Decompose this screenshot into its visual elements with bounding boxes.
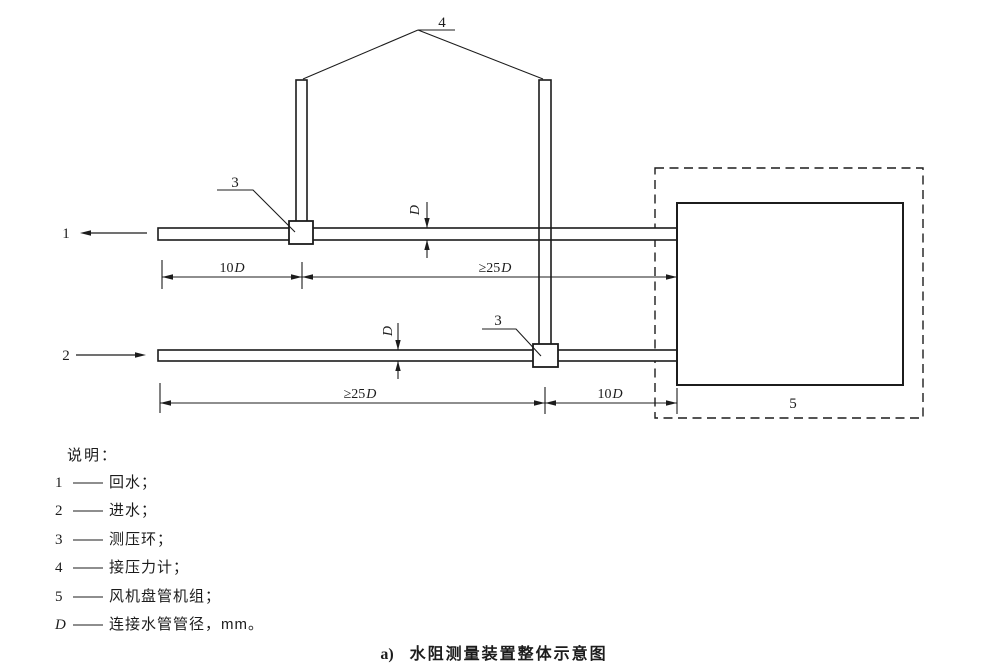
- callout-3-top-label: 3: [231, 175, 239, 191]
- caption-index: a): [380, 646, 394, 663]
- callout-3-bottom-leader: [482, 328, 542, 357]
- legend-item-fan-coil-unit: 5 —— 风机盘管机组；: [55, 585, 221, 606]
- dim-arrow: [666, 274, 677, 280]
- legend-key: 1: [55, 475, 63, 491]
- inlet-water-pipe: [157, 349, 678, 362]
- dim-arrow: [395, 361, 401, 371]
- legend-item-pipe-diameter: D —— 连接水管管径，mm。: [55, 613, 264, 634]
- gauge-riser-right: [538, 79, 552, 347]
- dim-d-top-label: D: [408, 205, 423, 216]
- caption-title: 水阻测量装置整体示意图: [409, 646, 608, 663]
- inlet-flow-arrowhead: [135, 352, 146, 358]
- dim-arrow: [160, 400, 171, 406]
- legend-text: 风机盘管机组；: [109, 588, 222, 605]
- dim-arrow: [424, 240, 430, 250]
- legend-key: 2: [55, 503, 63, 519]
- legend-text: 回水；: [109, 474, 158, 491]
- callout-2-label: 2: [62, 348, 70, 364]
- callout-4-leader: [302, 29, 544, 80]
- figure-caption: a) 水阻测量装置整体示意图: [0, 640, 988, 664]
- legend-dash: ——: [73, 502, 103, 519]
- legend-dash: ——: [73, 588, 103, 605]
- pressure-ring-top: [288, 220, 314, 245]
- legend-key: 4: [55, 560, 63, 576]
- gauge-riser-left: [295, 79, 308, 231]
- return-water-pipe: [157, 227, 678, 241]
- legend-item-inlet-water: 2 —— 进水；: [55, 499, 157, 520]
- dim-arrow: [162, 274, 173, 280]
- dim-arrow: [545, 400, 556, 406]
- dim-ge25d-top-label: ≥25D: [479, 261, 512, 276]
- callout-1-label: 1: [62, 226, 70, 242]
- dim-10d-bottom-label: 10D: [597, 387, 622, 402]
- fan-coil-unit-box: [676, 202, 904, 386]
- legend-dash: ——: [73, 531, 103, 548]
- legend-text: 测压环；: [109, 531, 174, 548]
- callout-4-label: 4: [438, 15, 446, 31]
- legend-item-pressure-ring: 3 —— 测压环；: [55, 528, 173, 549]
- legend-item-return-water: 1 —— 回水；: [55, 471, 157, 492]
- legend-item-pressure-gauge: 4 —— 接压力计；: [55, 556, 189, 577]
- dim-d-bottom-label: D: [381, 326, 396, 337]
- schematic-diagram: 1 2 4 3 3 5 10D ≥25D ≥25D: [62, 15, 924, 419]
- dim-arrow: [666, 400, 677, 406]
- legend-key: D: [55, 617, 66, 633]
- dim-arrow: [302, 274, 313, 280]
- callout-3-bottom-label: 3: [494, 313, 502, 329]
- legend-key: 5: [55, 589, 63, 605]
- legend-key: 3: [55, 532, 63, 548]
- callout-5-label: 5: [789, 396, 797, 412]
- legend-dash: ——: [73, 616, 103, 633]
- dim-arrow: [395, 340, 401, 350]
- dim-ge25d-bottom-label: ≥25D: [344, 387, 377, 402]
- pressure-ring-bottom: [532, 343, 559, 368]
- legend-text: 进水；: [109, 502, 158, 519]
- legend-text: 连接水管管径，mm。: [109, 616, 264, 633]
- legend-text: 接压力计；: [109, 559, 190, 576]
- legend-heading: 说明：: [67, 447, 119, 464]
- fan-coil-dashed-boundary: [654, 167, 924, 419]
- dim-arrow: [291, 274, 302, 280]
- legend-dash: ——: [73, 559, 103, 576]
- dim-arrow: [534, 400, 545, 406]
- callout-3-top-leader: [217, 189, 296, 233]
- return-flow-arrowhead: [80, 230, 91, 236]
- legend-dash: ——: [73, 474, 103, 491]
- dim-arrow: [424, 218, 430, 228]
- dim-10d-top-label: 10D: [219, 261, 244, 276]
